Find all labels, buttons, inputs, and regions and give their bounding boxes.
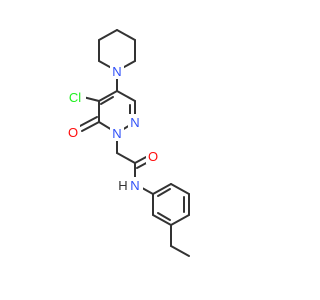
- ring-oxygen-label: O: [68, 125, 78, 140]
- structure-diagram: N Cl O N N O H N: [64, 29, 190, 257]
- amide-hydrogen-label: H: [118, 178, 127, 193]
- bond: [134, 155, 149, 164]
- bond: [98, 29, 118, 41]
- benzene-ring: [152, 183, 190, 226]
- piperidine-ring: [98, 29, 136, 72]
- bond: [170, 245, 190, 257]
- bond: [98, 90, 118, 102]
- ring-nitrogen-1-label: N: [112, 126, 121, 141]
- bond: [116, 90, 136, 102]
- amide-nitrogen-label: N: [130, 178, 139, 193]
- bond: [116, 152, 136, 164]
- bond: [157, 188, 171, 197]
- piperidine-nitrogen-label: N: [112, 64, 121, 79]
- bond: [79, 116, 98, 127]
- bond: [152, 183, 172, 195]
- bond: [170, 183, 190, 195]
- molecule-canvas: N Cl O N N O H N: [64, 29, 190, 257]
- bond: [152, 214, 172, 226]
- bond: [170, 214, 190, 226]
- bond: [81, 121, 100, 132]
- amide-oxygen-label: O: [148, 149, 158, 164]
- chlorine-label: Cl: [69, 90, 81, 105]
- bond: [157, 212, 171, 221]
- bond: [100, 96, 114, 105]
- atom-labels: N Cl O N N O H N: [64, 63, 160, 193]
- ring-nitrogen-2-label: N: [130, 115, 139, 130]
- bond: [116, 29, 136, 41]
